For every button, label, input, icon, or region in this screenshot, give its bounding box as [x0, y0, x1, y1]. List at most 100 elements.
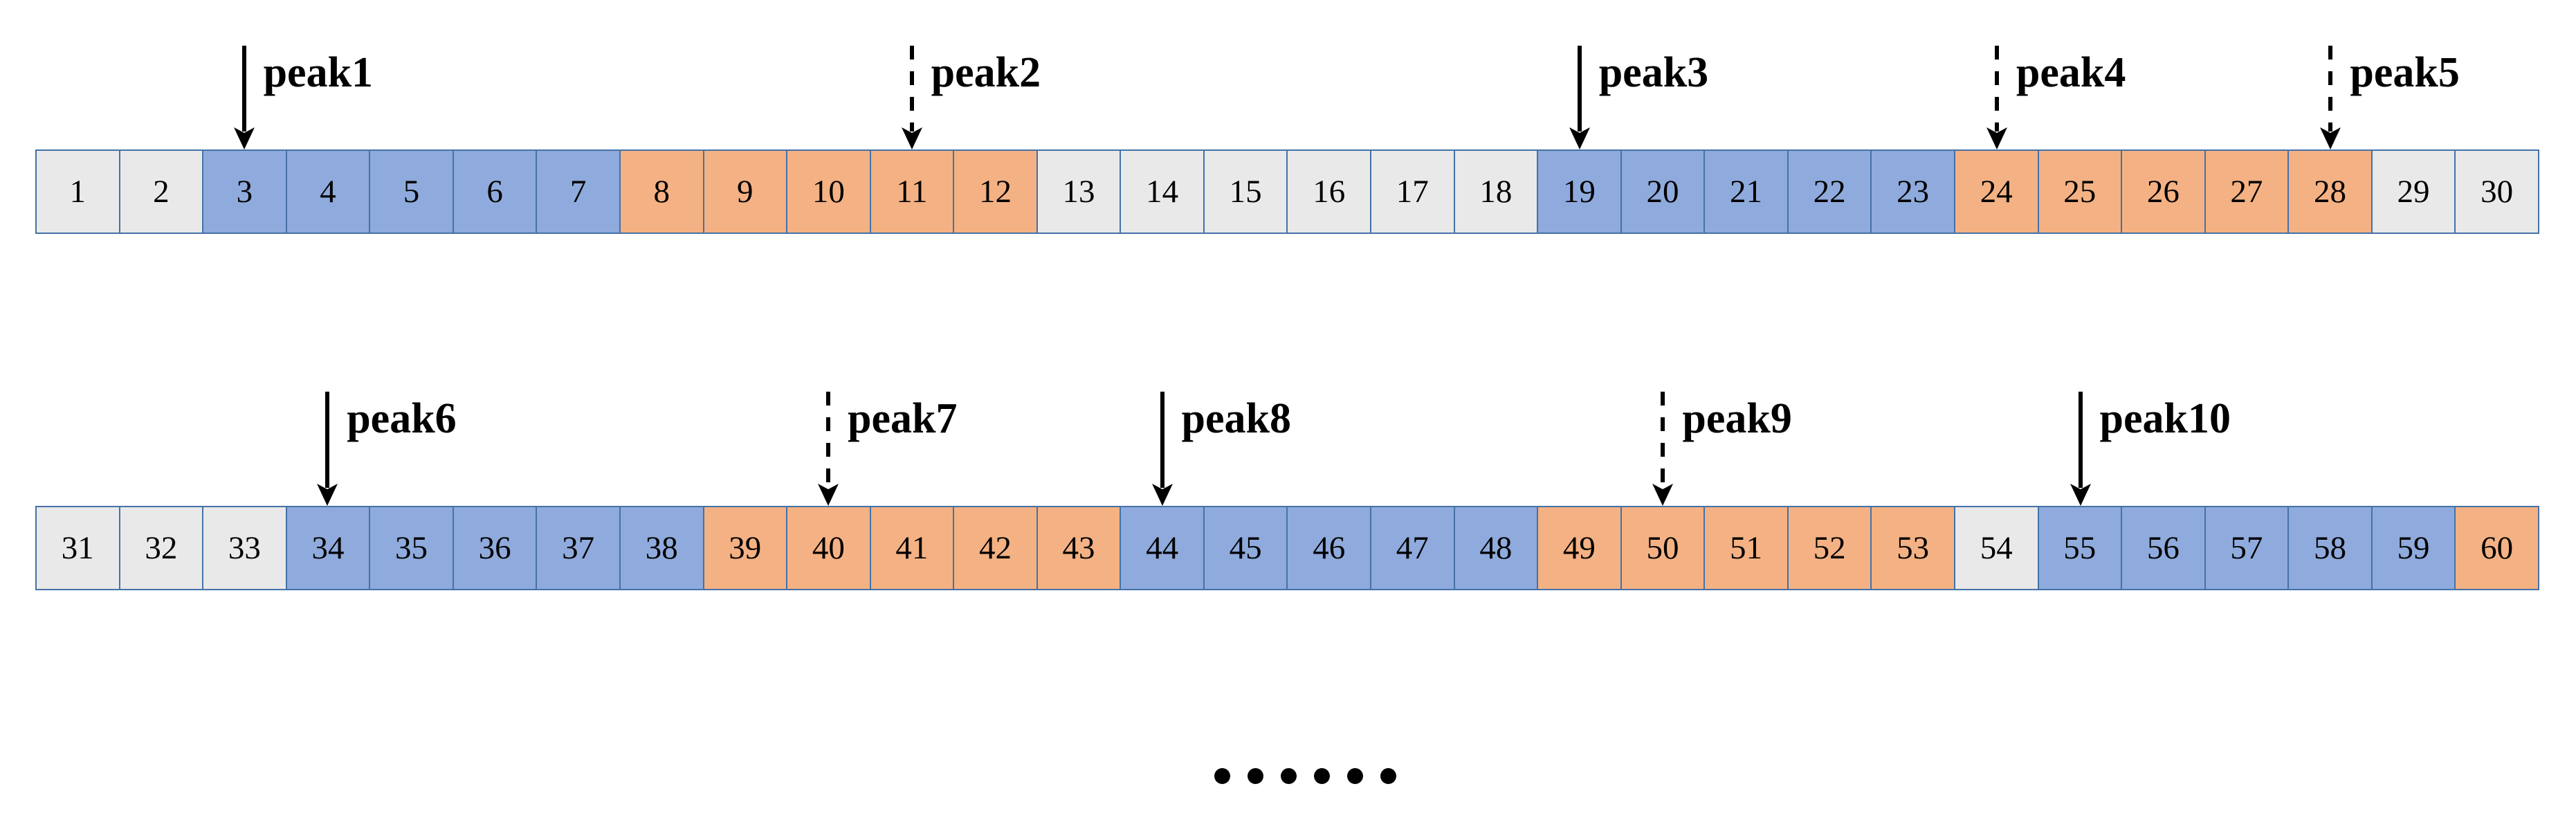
sequence-cell-5[interactable]: 5	[369, 149, 454, 234]
sequence-cell-19[interactable]: 19	[1537, 149, 1622, 234]
sequence-cell-8[interactable]: 8	[619, 149, 704, 234]
sequence-cell-22[interactable]: 22	[1787, 149, 1872, 234]
sequence-cell-26[interactable]: 26	[2121, 149, 2206, 234]
sequence-cell-46[interactable]: 46	[1286, 506, 1371, 590]
peak-label: peak6	[347, 395, 457, 442]
sequence-cell-label: 27	[2230, 173, 2263, 210]
sequence-cell-label: 8	[653, 173, 670, 210]
sequence-cell-label: 42	[978, 529, 1012, 566]
sequence-cell-30[interactable]: 30	[2454, 149, 2539, 234]
sequence-cell-label: 11	[896, 173, 928, 210]
sequence-cell-55[interactable]: 55	[2037, 506, 2123, 590]
peak-annotation-peak9: peak9	[1635, 392, 1792, 506]
sequence-cell-12[interactable]: 12	[953, 149, 1038, 234]
sequence-cell-20[interactable]: 20	[1620, 149, 1706, 234]
sequence-cell-3[interactable]: 3	[202, 149, 287, 234]
sequence-cell-14[interactable]: 14	[1120, 149, 1205, 234]
sequence-cell-label: 45	[1229, 529, 1262, 566]
sequence-cell-16[interactable]: 16	[1286, 149, 1371, 234]
sequence-cell-label: 13	[1062, 173, 1095, 210]
peak-annotation-peak5: peak5	[2303, 46, 2460, 149]
sequence-cell-13[interactable]: 13	[1036, 149, 1122, 234]
sequence-cell-label: 7	[569, 173, 587, 210]
sequence-cell-60[interactable]: 60	[2454, 506, 2539, 590]
sequence-cell-44[interactable]: 44	[1120, 506, 1205, 590]
ellipsis-dot	[1380, 768, 1396, 784]
peak-label: peak9	[1682, 395, 1792, 442]
sequence-cell-48[interactable]: 48	[1453, 506, 1539, 590]
sequence-cell-38[interactable]: 38	[619, 506, 704, 590]
sequence-cell-label: 32	[145, 529, 178, 566]
sequence-cell-label: 22	[1813, 173, 1846, 210]
sequence-cell-56[interactable]: 56	[2121, 506, 2206, 590]
sequence-cell-37[interactable]: 37	[536, 506, 621, 590]
sequence-cell-32[interactable]: 32	[118, 506, 204, 590]
sequence-cell-45[interactable]: 45	[1203, 506, 1288, 590]
sequence-cell-label: 12	[978, 173, 1012, 210]
peak-annotation-peak7: peak7	[801, 392, 958, 506]
sequence-cell-35[interactable]: 35	[369, 506, 454, 590]
peak-annotation-peak6: peak6	[300, 392, 457, 506]
sequence-cell-label: 5	[403, 173, 420, 210]
sequence-cell-58[interactable]: 58	[2287, 506, 2373, 590]
peak-annotation-peak3: peak3	[1552, 46, 1708, 149]
sequence-cell-52[interactable]: 52	[1787, 506, 1872, 590]
sequence-cell-label: 29	[2397, 173, 2430, 210]
sequence-cell-50[interactable]: 50	[1620, 506, 1706, 590]
sequence-cell-43[interactable]: 43	[1036, 506, 1122, 590]
sequence-cell-41[interactable]: 41	[869, 506, 955, 590]
sequence-cell-4[interactable]: 4	[285, 149, 371, 234]
sequence-cell-2[interactable]: 2	[118, 149, 204, 234]
sequence-cell-label: 19	[1562, 173, 1596, 210]
sequence-cell-10[interactable]: 10	[786, 149, 871, 234]
sequence-cell-36[interactable]: 36	[452, 506, 538, 590]
sequence-cell-label: 24	[1980, 173, 2013, 210]
sequence-cell-label: 30	[2481, 173, 2514, 210]
sequence-cell-label: 4	[320, 173, 336, 210]
sequence-cell-53[interactable]: 53	[1870, 506, 1955, 590]
sequence-cell-label: 37	[562, 529, 595, 566]
sequence-cell-42[interactable]: 42	[953, 506, 1038, 590]
sequence-cell-9[interactable]: 9	[702, 149, 788, 234]
sequence-cell-28[interactable]: 28	[2287, 149, 2373, 234]
sequence-cell-34[interactable]: 34	[285, 506, 371, 590]
sequence-cell-25[interactable]: 25	[2037, 149, 2123, 234]
sequence-cell-59[interactable]: 59	[2371, 506, 2456, 590]
sequence-cell-label: 59	[2397, 529, 2430, 566]
sequence-cell-label: 39	[729, 529, 762, 566]
sequence-cell-51[interactable]: 51	[1703, 506, 1789, 590]
sequence-cell-33[interactable]: 33	[202, 506, 287, 590]
sequence-cell-11[interactable]: 11	[869, 149, 955, 234]
sequence-cell-label: 20	[1646, 173, 1679, 210]
sequence-cell-21[interactable]: 21	[1703, 149, 1789, 234]
sequence-cell-label: 56	[2146, 529, 2180, 566]
sequence-cell-18[interactable]: 18	[1453, 149, 1539, 234]
sequence-cell-6[interactable]: 6	[452, 149, 538, 234]
sequence-cell-29[interactable]: 29	[2371, 149, 2456, 234]
peak-annotation-peak1: peak1	[217, 46, 373, 149]
sequence-cell-label: 35	[395, 529, 428, 566]
sequence-cell-27[interactable]: 27	[2204, 149, 2290, 234]
sequence-cell-31[interactable]: 31	[35, 506, 120, 590]
sequence-cell-7[interactable]: 7	[536, 149, 621, 234]
sequence-cell-17[interactable]: 17	[1370, 149, 1455, 234]
ellipsis-dot	[1248, 768, 1263, 784]
peak-label: peak4	[2016, 49, 2126, 96]
sequence-cell-54[interactable]: 54	[1953, 506, 2039, 590]
sequence-cell-23[interactable]: 23	[1870, 149, 1955, 234]
sequence-cell-15[interactable]: 15	[1203, 149, 1288, 234]
sequence-cell-40[interactable]: 40	[786, 506, 871, 590]
sequence-cell-label: 21	[1730, 173, 1763, 210]
sequence-cell-47[interactable]: 47	[1370, 506, 1455, 590]
sequence-cell-57[interactable]: 57	[2204, 506, 2290, 590]
peak-label: peak10	[2099, 395, 2231, 442]
sequence-cell-label: 55	[2063, 529, 2097, 566]
sequence-cell-label: 51	[1730, 529, 1763, 566]
sequence-cell-label: 53	[1897, 529, 1930, 566]
sequence-cell-49[interactable]: 49	[1537, 506, 1622, 590]
sequence-cell-39[interactable]: 39	[702, 506, 788, 590]
ellipsis-dot	[1281, 768, 1297, 784]
sequence-cell-1[interactable]: 1	[35, 149, 120, 234]
sequence-cell-24[interactable]: 24	[1953, 149, 2039, 234]
